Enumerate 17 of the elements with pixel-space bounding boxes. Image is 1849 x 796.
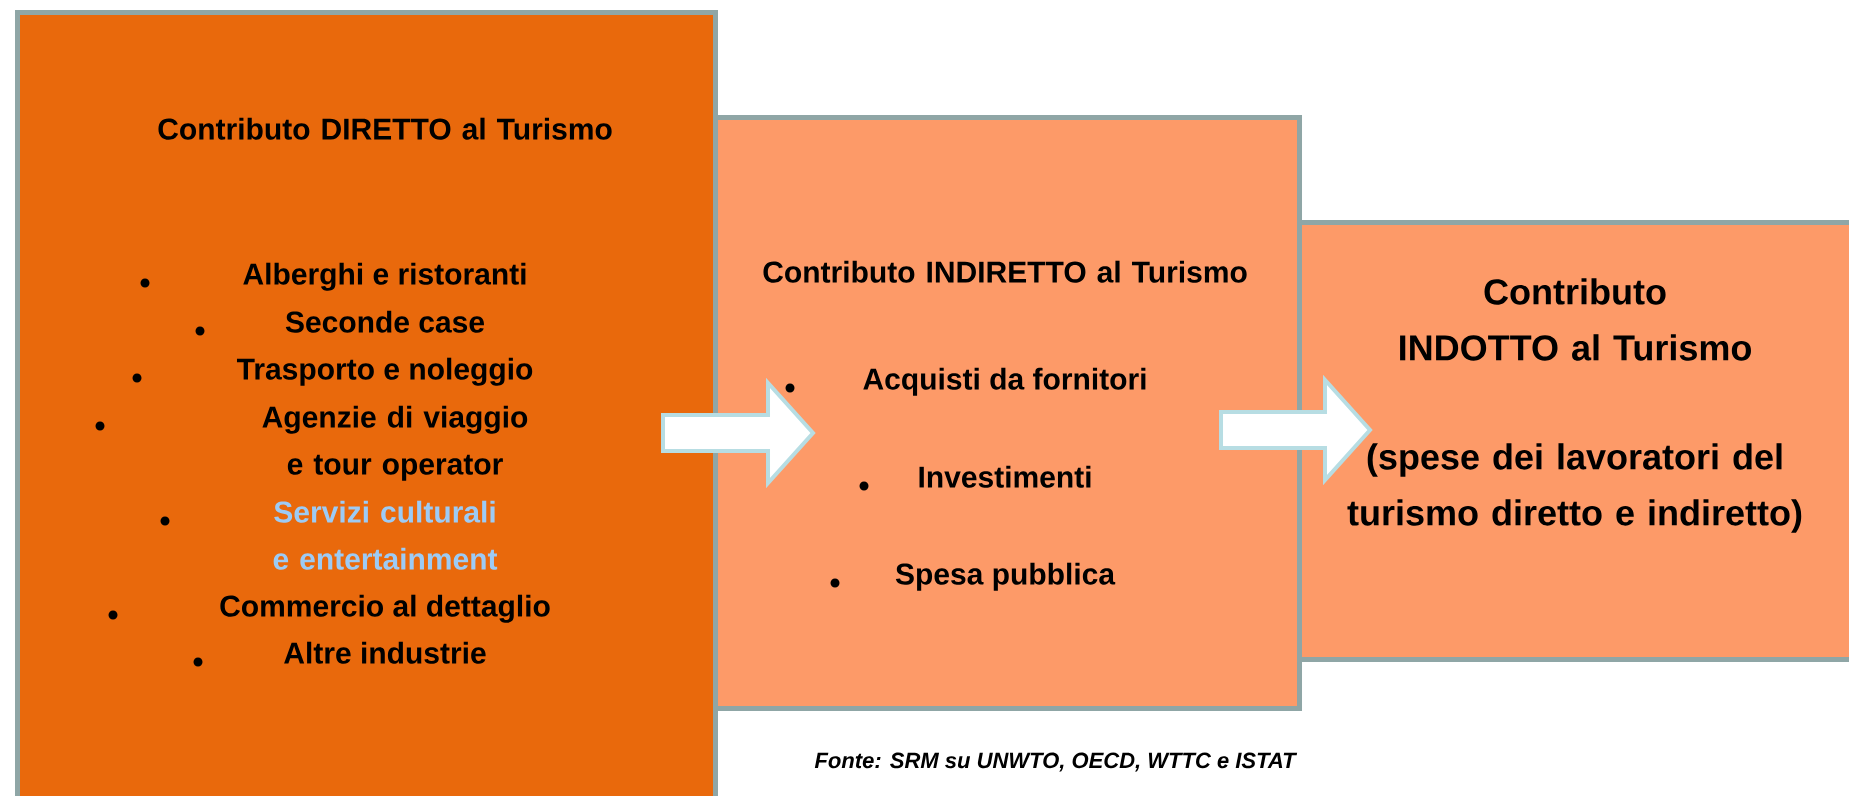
list-item: Acquisti da fornitori — [863, 367, 1146, 396]
description: (spese dei lavoratori del turismo diretto e indiretto) — [1347, 443, 1802, 533]
list-item: Servizi culturali e entertainment — [273, 500, 498, 570]
list-item: Commercio al dettaglio — [220, 594, 550, 623]
block-arrow — [1219, 374, 1373, 486]
list-item: Spesa pubblica — [895, 562, 1116, 591]
list-item: Investimenti — [919, 465, 1091, 488]
heading: Contributo INDIRETTO al Turismo — [763, 260, 1247, 283]
list-item: Agenzie di viaggio e tour operator — [262, 405, 528, 481]
list-item: Alberghi e ristoranti — [243, 262, 526, 291]
heading: Contributo INDOTTO al Turismo — [1400, 278, 1751, 361]
list-item: Altre industrie — [284, 641, 486, 664]
source-note: Fonte: SRM su UNWTO, OECD, WTTC e ISTAT — [814, 752, 1298, 772]
list-item: Seconde case — [285, 310, 484, 333]
block-arrow — [661, 377, 816, 489]
list-item: Trasporto e noleggio — [237, 357, 533, 386]
heading: Contributo DIRETTO al Turismo — [158, 117, 612, 140]
